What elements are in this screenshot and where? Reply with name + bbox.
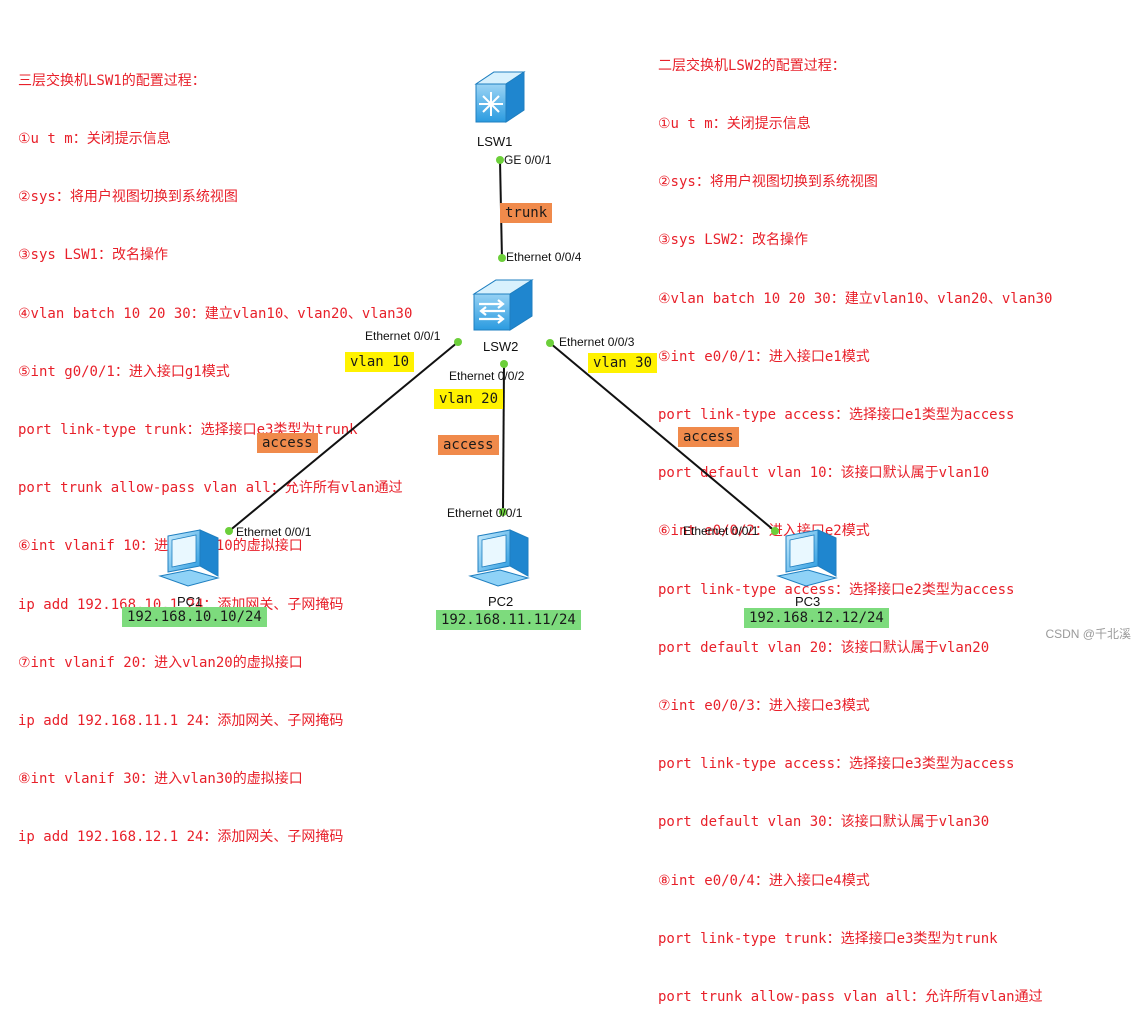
note-line: port trunk allow-pass vlan all：允许所有vlan通… [18, 480, 403, 497]
pc1-computer-icon[interactable] [158, 529, 220, 587]
port-dot [496, 156, 504, 164]
note-line: port default vlan 10：该接口默认属于vlan10 [658, 465, 990, 482]
note-line: ②sys：将用户视图切换到系统视图 [18, 189, 238, 206]
port-label-lsw2-e003: Ethernet 0/0/3 [559, 335, 635, 349]
note-line: ⑤int g0/0/1：进入接口g1模式 [18, 363, 230, 380]
note-line: ⑧int e0/0/4：进入接口e4模式 [658, 872, 870, 889]
ip-label-pc1: 192.168.10.10/24 [122, 607, 267, 627]
network-topology [158, 71, 838, 587]
note-line: port default vlan 30：该接口默认属于vlan30 [658, 814, 990, 831]
note-line: ①u t m：关闭提示信息 [658, 116, 811, 133]
port-label-lsw2-e001: Ethernet 0/0/1 [365, 329, 441, 343]
note-line: ⑦int vlanif 20：进入vlan20的虚拟接口 [18, 654, 303, 671]
port-dot [454, 338, 462, 346]
note-line: ②sys：将用户视图切换到系统视图 [658, 174, 878, 191]
vlan20-tag: vlan 20 [434, 389, 504, 409]
note-line: ③sys LSW2：改名操作 [658, 232, 808, 249]
link-lsw2-pc2 [502, 363, 505, 511]
note-line: ip add 192.168.11.1 24：添加网关、子网掩码 [18, 713, 344, 730]
link-lsw2-pc3 [549, 342, 777, 533]
port-label-pc3-e001: Ethernet 0/0/1 [683, 524, 759, 538]
ip-label-pc2: 192.168.11.11/24 [436, 610, 581, 630]
note-line: ⑤int e0/0/1：进入接口e1模式 [658, 348, 870, 365]
note-line: port link-type access：选择接口e1类型为access [658, 407, 1015, 424]
port-label-pc1-e001: Ethernet 0/0/1 [236, 525, 312, 539]
port-dot [498, 254, 506, 262]
access-tag-pc3: access [678, 427, 739, 447]
note-line: ③sys LSW1：改名操作 [18, 247, 168, 264]
note-line: ip add 192.168.12.1 24：添加网关、子网掩码 [18, 829, 344, 846]
lsw1-switch-icon[interactable] [474, 71, 526, 123]
note-line: 二层交换机LSW2的配置过程： [658, 57, 846, 74]
lsw2-switch-icon[interactable] [472, 279, 534, 331]
note-line: port link-type trunk：选择接口e3类型为trunk [658, 930, 998, 947]
note-line: ⑦int e0/0/3：进入接口e3模式 [658, 698, 870, 715]
port-label-lsw2-e002: Ethernet 0/0/2 [449, 369, 525, 383]
trunk-tag: trunk [500, 203, 553, 223]
note-line: port link-type access：选择接口e3类型为access [658, 756, 1015, 773]
pc2-label: PC2 [488, 594, 514, 609]
watermark: CSDN @千北溪 [1045, 627, 1131, 641]
pc1-label: PC1 [177, 594, 203, 609]
ip-label-pc3: 192.168.12.12/24 [744, 608, 889, 628]
port-dot [499, 508, 507, 516]
access-tag-pc2: access [438, 435, 499, 455]
vlan10-tag: vlan 10 [345, 352, 415, 372]
note-line: 三层交换机LSW1的配置过程： [18, 72, 206, 89]
link-lsw2-pc1 [227, 341, 459, 533]
vlan30-tag: vlan 30 [588, 353, 658, 373]
port-dot [771, 527, 779, 535]
note-line: port trunk allow-pass vlan all：允许所有vlan通… [658, 989, 1043, 1006]
lsw1-label: LSW1 [477, 134, 513, 149]
note-line: ⑧int vlanif 30：进入vlan30的虚拟接口 [18, 771, 303, 788]
port-label-pc2-e001: Ethernet 0/0/1 [447, 506, 523, 520]
note-line: ④vlan batch 10 20 30：建立vlan10、vlan20、vla… [658, 290, 1053, 307]
port-dot [225, 527, 233, 535]
pc3-label: PC3 [795, 594, 821, 609]
note-line: port link-type access：选择接口e2类型为access [658, 581, 1015, 598]
lsw2-label: LSW2 [483, 339, 519, 354]
links [227, 159, 777, 533]
pc3-computer-icon[interactable] [776, 529, 838, 587]
note-line: ④vlan batch 10 20 30：建立vlan10、vlan20、vla… [18, 305, 413, 322]
port-dot [500, 360, 508, 368]
port-dot [546, 339, 554, 347]
port-label-lsw2-e004: Ethernet 0/0/4 [506, 250, 582, 264]
pc2-computer-icon[interactable] [468, 529, 530, 587]
port-dots [225, 156, 779, 535]
note-line: ①u t m：关闭提示信息 [18, 131, 171, 148]
access-tag-pc1: access [257, 433, 318, 453]
port-label-lsw1-ge001: GE 0/0/1 [504, 153, 552, 167]
